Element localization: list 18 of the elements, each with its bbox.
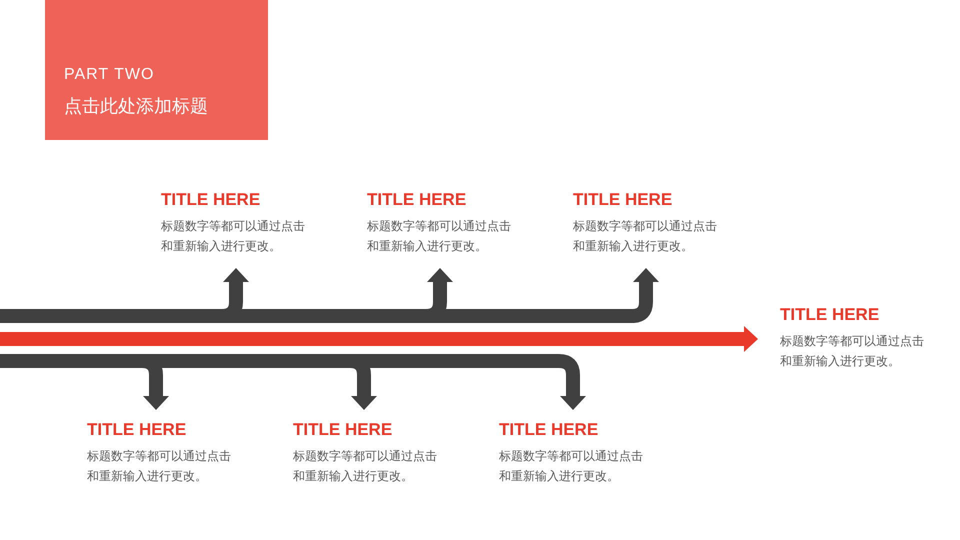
section-label: PART TWO [64,66,154,84]
item-description: 标题数字等都可以通过点击和重新输入进行更改。 [499,448,644,485]
item-title: TITLE HERE [499,420,600,440]
item-title: TITLE HERE [293,420,394,440]
arrow [0,326,758,352]
item-title: TITLE HERE [87,420,188,440]
item-title: TITLE HERE [367,190,468,210]
item-title: TITLE HERE [573,190,674,210]
item-description: 标题数字等都可以通过点击和重新输入进行更改。 [293,448,438,485]
item-description: 标题数字等都可以通过点击和重新输入进行更改。 [87,448,232,485]
item-title: TITLE HERE [161,190,262,210]
section-title: 点击此处添加标题 [64,95,208,118]
item-description: 标题数字等都可以通过点击和重新输入进行更改。 [367,218,512,255]
header-box [45,0,268,140]
item-description: 标题数字等都可以通过点击和重新输入进行更改。 [161,218,306,255]
item-title: TITLE HERE [780,305,880,325]
item-description: 标题数字等都可以通过点击和重新输入进行更改。 [573,218,718,255]
item-description: 标题数字等都可以通过点击和重新输入进行更改。 [780,333,925,370]
